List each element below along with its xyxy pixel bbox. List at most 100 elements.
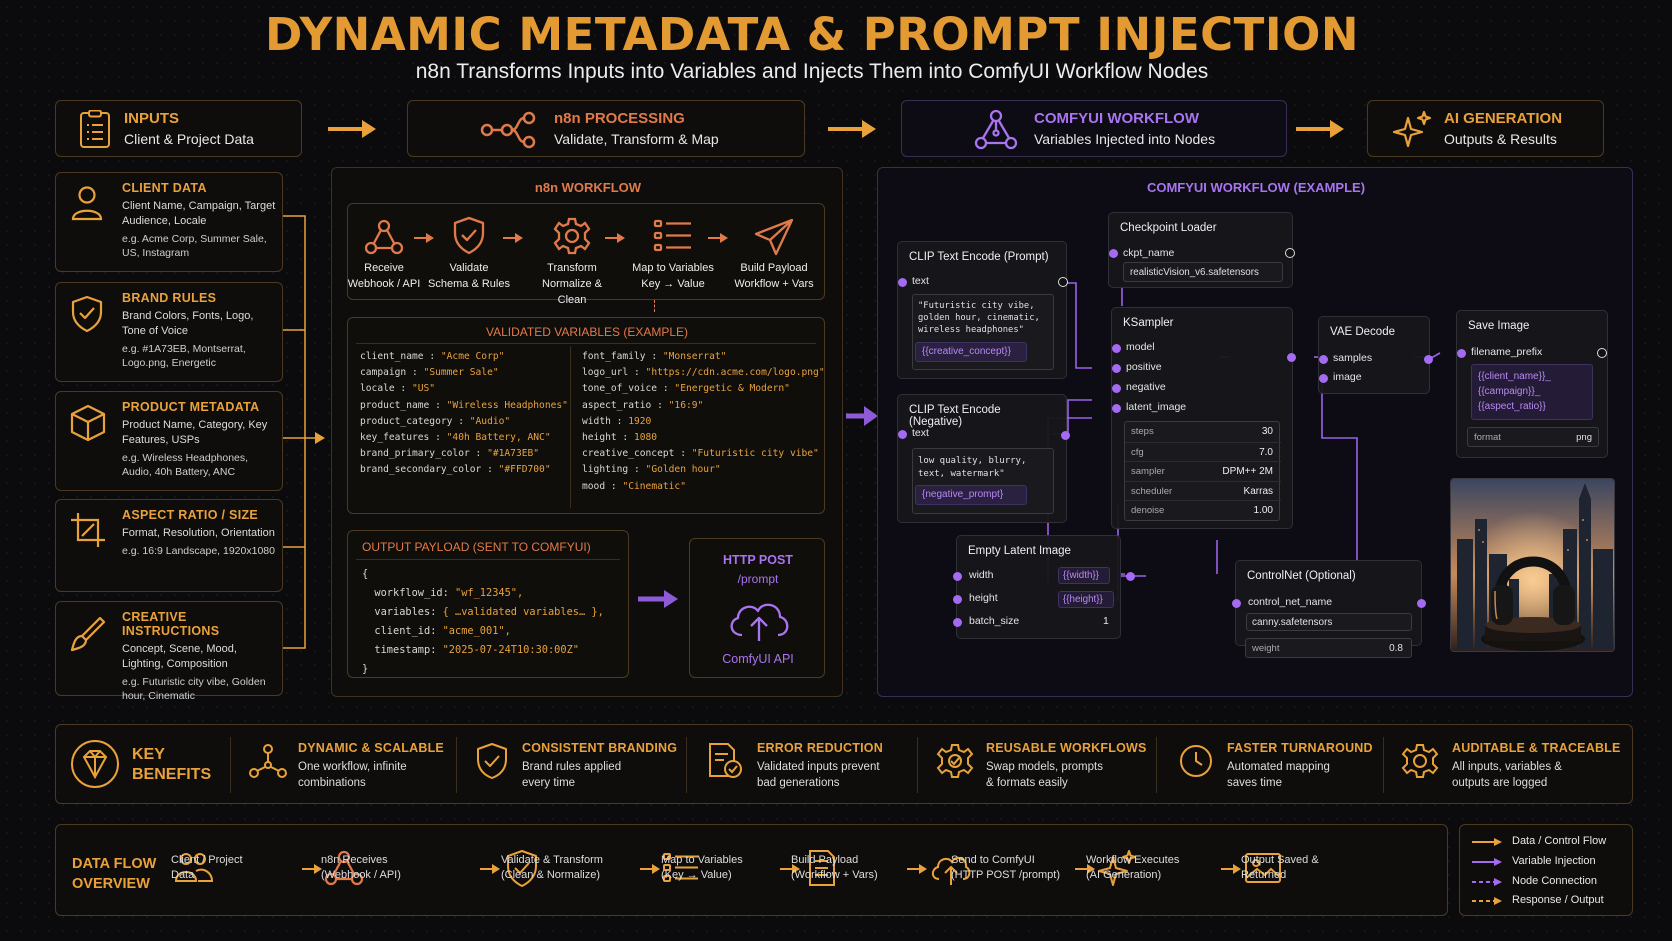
http-method: HTTP POST xyxy=(723,553,793,567)
legend-label: Data / Control Flow xyxy=(1512,835,1607,847)
legend-label: Node Connection xyxy=(1512,875,1598,887)
input-port[interactable] xyxy=(1112,344,1121,353)
node-vae-decode[interactable]: VAE Decode samples image xyxy=(1318,316,1433,394)
section-title: VALIDATED VARIABLES (EXAMPLE) xyxy=(485,325,689,339)
input-port[interactable] xyxy=(1112,364,1121,373)
flow-arrow-icon xyxy=(780,864,800,874)
input-card-example: e.g. Acme Corp, Summer Sale, US, Instagr… xyxy=(122,233,267,259)
input-card-aspect-ratio: ASPECT RATIO / SIZE Format, Resolution, … xyxy=(55,499,283,592)
input-port[interactable] xyxy=(1319,355,1328,364)
variable-chip: {{creative_concept}} xyxy=(915,342,1027,362)
input-port[interactable] xyxy=(1457,349,1466,358)
input-card-client-data: CLIENT DATA Client Name, Campaign, Targe… xyxy=(55,172,283,272)
input-port[interactable] xyxy=(1232,599,1241,608)
webhook-icon xyxy=(364,219,404,255)
panel-title: COMFYUI WORKFLOW (EXAMPLE) xyxy=(1146,180,1366,195)
webhook-icon xyxy=(324,850,364,886)
input-port[interactable] xyxy=(1319,374,1328,383)
controlnet-select[interactable]: canny.safetensors xyxy=(1246,613,1412,631)
dataflow-step-label: Validate & Transform(Clean & Normalize) xyxy=(501,854,603,881)
output-port[interactable] xyxy=(1424,355,1433,364)
comfyui-workflow-panel: COMFYUI WORKFLOW (EXAMPLE) CLIP Text Enc… xyxy=(877,167,1633,697)
flow-arrow-icon xyxy=(1075,864,1095,874)
flow-arrow-icon xyxy=(480,864,500,874)
port-label: image xyxy=(1333,371,1362,383)
gear-icon xyxy=(1401,744,1439,778)
node-empty-latent-image[interactable]: Empty Latent Image width {{width}} heigh… xyxy=(953,535,1135,639)
input-card-desc: Format, Resolution, Orientation xyxy=(122,527,275,539)
output-port[interactable] xyxy=(1287,353,1296,362)
node-checkpoint-loader[interactable]: Checkpoint Loader ckpt_name realisticVis… xyxy=(1108,212,1295,288)
input-port[interactable] xyxy=(898,430,907,439)
field-label: batch_size xyxy=(969,615,1020,627)
legend-dashed-gold-line xyxy=(1472,897,1502,905)
dataflow-step-label: Build Payload(Workflow + Vars) xyxy=(791,854,878,881)
cloud-upload-icon xyxy=(931,856,971,885)
dataflow-step-label: Map to Variables(Key → Value) xyxy=(661,854,743,881)
height-field[interactable]: {{height}} xyxy=(1058,591,1114,608)
variables-right-column: font_family : "Monserrat"logo_url : "htt… xyxy=(582,349,825,495)
controlnet-weight-field[interactable]: weight 0.8 xyxy=(1245,638,1412,658)
input-port[interactable] xyxy=(953,595,962,604)
node-ksampler[interactable]: KSampler model positive negative latent_… xyxy=(1111,307,1296,529)
page-title: DYNAMIC METADATA & PROMPT INJECTION xyxy=(265,8,1359,61)
step-arrow-icon xyxy=(414,233,434,243)
generated-image xyxy=(1450,478,1615,652)
http-path: /prompt xyxy=(737,572,779,586)
node-save-image[interactable]: Save Image filename_prefix {{client_name… xyxy=(1456,310,1608,458)
variable-row: height : 1080 xyxy=(582,432,658,444)
output-port[interactable] xyxy=(1061,431,1070,440)
output-port[interactable] xyxy=(1417,599,1426,608)
variable-row: width : 1920 xyxy=(582,415,652,427)
stage-title: INPUTS xyxy=(124,110,180,127)
flow-arrow-icon xyxy=(638,590,678,608)
node-controlnet[interactable]: ControlNet (Optional) control_net_name c… xyxy=(1232,560,1426,646)
diamond-icon xyxy=(71,740,119,788)
input-port[interactable] xyxy=(898,278,907,287)
filename-prefix-field[interactable]: {{client_name}}_ {{campaign}}_ {{aspect_… xyxy=(1471,364,1593,420)
batch-size-value[interactable]: 1 xyxy=(1103,615,1109,627)
output-port[interactable] xyxy=(1126,572,1135,581)
format-select[interactable]: format png xyxy=(1467,427,1599,447)
input-port[interactable] xyxy=(1112,404,1121,413)
variables-left-column: client_name : "Acme Corp"campaign : "Sum… xyxy=(360,349,568,479)
node-clip-text-encode-prompt[interactable]: CLIP Text Encode (Prompt) text "Futurist… xyxy=(897,241,1068,379)
n8n-nodes-icon xyxy=(480,111,536,149)
port-label: ckpt_name xyxy=(1123,247,1175,259)
input-port[interactable] xyxy=(1112,384,1121,393)
input-port[interactable] xyxy=(953,572,962,581)
variable-row: locale : "US" xyxy=(360,383,436,395)
input-card-title: PRODUCT METADATA xyxy=(122,400,260,414)
input-card-example: e.g. Futuristic city vibe, Golden hour, … xyxy=(122,676,266,702)
output-port[interactable] xyxy=(1285,248,1295,258)
node-title: KSampler xyxy=(1123,317,1174,329)
input-card-title: CREATIVE INSTRUCTIONS xyxy=(122,610,220,638)
flow-arrow-icon xyxy=(828,120,876,138)
node-title: Checkpoint Loader xyxy=(1120,222,1217,234)
checkpoint-select[interactable]: realisticVision_v6.safetensors xyxy=(1123,262,1283,282)
input-port[interactable] xyxy=(1109,249,1118,258)
list-icon xyxy=(653,219,691,252)
legend-solid-purple-line xyxy=(1472,858,1502,866)
width-field[interactable]: {{width}} xyxy=(1058,567,1110,584)
output-payload-box: OUTPUT PAYLOAD (SENT TO COMFYUI) { workf… xyxy=(347,530,629,678)
input-port[interactable] xyxy=(953,618,962,627)
port-label: text xyxy=(912,427,929,439)
output-port[interactable] xyxy=(1597,348,1607,358)
node-clip-text-encode-negative[interactable]: CLIP Text Encode (Negative) text low qua… xyxy=(897,394,1070,523)
input-card-example: e.g. #1A73EB, Montserrat, Logo.png, Ener… xyxy=(122,343,246,369)
output-port[interactable] xyxy=(1058,277,1068,287)
gear-cycle-icon xyxy=(936,744,974,778)
variable-row: client_name : "Acme Corp" xyxy=(360,351,505,362)
input-card-creative-instructions: CREATIVE INSTRUCTIONS Concept, Scene, Mo… xyxy=(55,601,283,702)
stage-title: n8n PROCESSING xyxy=(554,110,685,127)
